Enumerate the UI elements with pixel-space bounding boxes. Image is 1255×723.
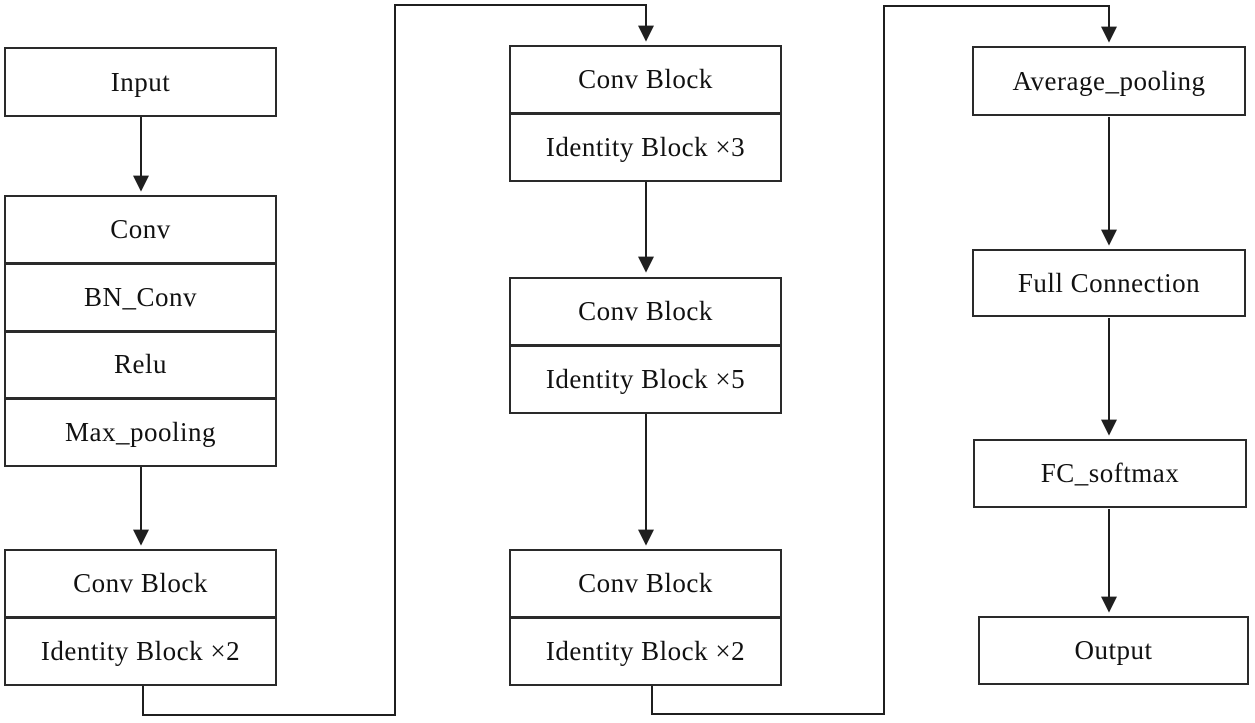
node-stage2-conv-block-label: Conv Block — [578, 64, 713, 94]
node-fc-softmax: FC_softmax — [973, 439, 1247, 508]
node-stage2-identity-label: Identity Block ×3 — [511, 112, 780, 180]
node-average-pooling: Average_pooling — [972, 46, 1246, 116]
node-full-connection: Full Connection — [972, 249, 1246, 317]
node-bn-conv-label: BN_Conv — [6, 261, 275, 330]
node-stage4-conv-block-label: Conv Block — [578, 568, 713, 598]
node-max-pooling-label: Max_pooling — [6, 397, 275, 465]
node-stage1-block: Conv Block Identity Block ×2 — [4, 549, 277, 686]
node-full-connection-label: Full Connection — [1017, 267, 1201, 298]
node-stage3-block: Conv Block Identity Block ×5 — [509, 277, 782, 414]
node-average-pooling-label: Average_pooling — [1012, 65, 1206, 96]
node-conv-stack: Conv BN_Conv Relu Max_pooling — [4, 195, 277, 467]
node-relu-label: Relu — [6, 329, 275, 398]
node-stage1-identity-label: Identity Block ×2 — [6, 616, 275, 684]
node-stage3-conv-block-label: Conv Block — [578, 296, 713, 326]
node-input: Input — [4, 47, 277, 117]
node-stage2-block: Conv Block Identity Block ×3 — [509, 45, 782, 182]
node-stage4-identity-label: Identity Block ×2 — [511, 616, 780, 684]
node-stage1-conv-block-label: Conv Block — [73, 568, 208, 598]
node-output-label: Output — [1074, 635, 1153, 665]
node-fc-softmax-label: FC_softmax — [1040, 458, 1180, 488]
node-stage4-block: Conv Block Identity Block ×2 — [509, 549, 782, 686]
node-conv-label: Conv — [110, 213, 171, 244]
node-output: Output — [978, 616, 1249, 685]
node-stage3-identity-label: Identity Block ×5 — [511, 344, 780, 412]
node-input-label: Input — [110, 66, 171, 97]
